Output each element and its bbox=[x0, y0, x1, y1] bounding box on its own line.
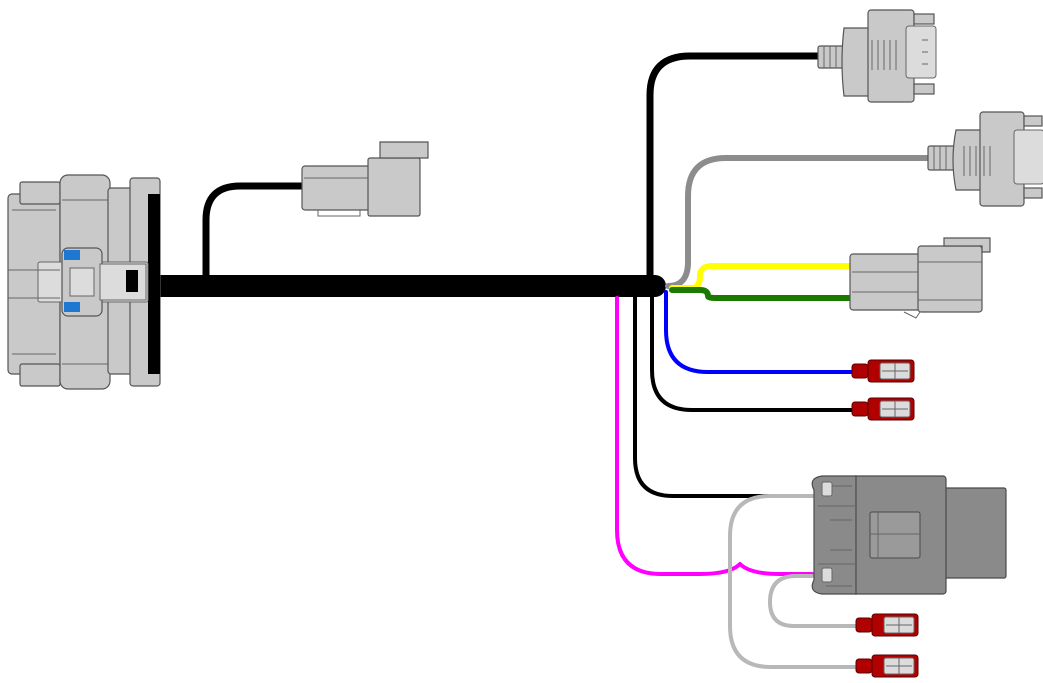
deutsch-connector-4pin bbox=[849, 237, 991, 319]
wire-black-to-terminal-2 bbox=[650, 290, 854, 412]
db9-connector-1 bbox=[817, 9, 937, 103]
spade-terminal-3 bbox=[855, 613, 919, 637]
connector-latch-accent-bottom bbox=[64, 302, 80, 312]
wire-blue bbox=[664, 290, 854, 374]
db9-connector-2 bbox=[927, 111, 1043, 207]
wire-lightgray-to-terminal-4 bbox=[728, 494, 860, 669]
wire-black-to-db9-top bbox=[646, 52, 824, 286]
relay-socket bbox=[811, 475, 1007, 595]
wire-black-to-small-connector bbox=[202, 182, 312, 280]
small-deutsch-connector bbox=[301, 141, 429, 217]
wire-gray-to-db9-second bbox=[665, 155, 933, 289]
wire-lightgray-to-terminal-3 bbox=[768, 574, 860, 628]
spade-terminal-1 bbox=[851, 359, 915, 383]
terminals bbox=[851, 359, 919, 678]
main-circular-connector bbox=[7, 174, 161, 390]
wire-green bbox=[669, 287, 853, 301]
spade-terminal-2 bbox=[851, 397, 915, 421]
wire-black-to-relay bbox=[633, 294, 814, 498]
wire-magenta bbox=[615, 296, 814, 576]
wire-yellow bbox=[669, 263, 853, 291]
spade-terminal-4 bbox=[855, 654, 919, 678]
connector-latch-accent-top bbox=[64, 250, 80, 260]
wires bbox=[139, 52, 933, 669]
